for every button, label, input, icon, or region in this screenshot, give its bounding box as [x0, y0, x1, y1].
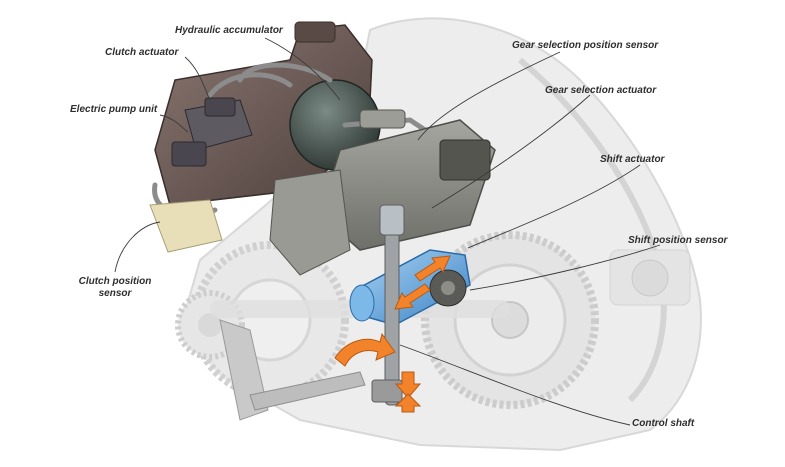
shift-position-sensor-part — [429, 269, 467, 307]
pump-unit — [171, 97, 253, 167]
label-clutch-position-sensor-line1: Clutch position — [78, 276, 152, 287]
leader-gear-selection-position-sensor — [417, 51, 561, 141]
label-shift-actuator: Shift actuator — [600, 154, 665, 165]
label-control-shaft: Control shaft — [632, 418, 695, 429]
clutch-position-sensor-part — [149, 199, 223, 253]
leader-hydraulic-accumulator — [264, 37, 341, 101]
label-shift-position-sensor: Shift position sensor — [628, 235, 728, 246]
label-gear-selection-actuator: Gear selection actuator — [545, 85, 657, 96]
valve-block — [269, 109, 496, 276]
label-electric-pump-unit: Electric pump unit — [70, 104, 158, 115]
leader-gear-selection-actuator — [431, 94, 591, 209]
leader-clutch-position-sensor — [114, 221, 161, 273]
motion-arrows — [334, 255, 451, 413]
leader-lines — [114, 37, 661, 426]
leader-clutch-actuator — [184, 56, 211, 101]
leader-shift-actuator — [467, 164, 641, 249]
leader-electric-pump-unit — [159, 114, 189, 133]
leader-control-shaft — [399, 344, 631, 426]
label-clutch-actuator: Clutch actuator — [105, 47, 179, 58]
label-hydraulic-accumulator: Hydraulic accumulator — [175, 25, 283, 36]
label-clutch-position-sensor-line2: sensor — [98, 288, 132, 299]
label-gear-selection-position-sensor: Gear selection position sensor — [512, 40, 659, 51]
control-shaft-part — [371, 204, 405, 406]
leader-shift-position-sensor — [469, 244, 661, 291]
label-clutch-position-sensor: Clutch position sensor — [70, 276, 160, 300]
linkage-arm — [219, 319, 366, 421]
